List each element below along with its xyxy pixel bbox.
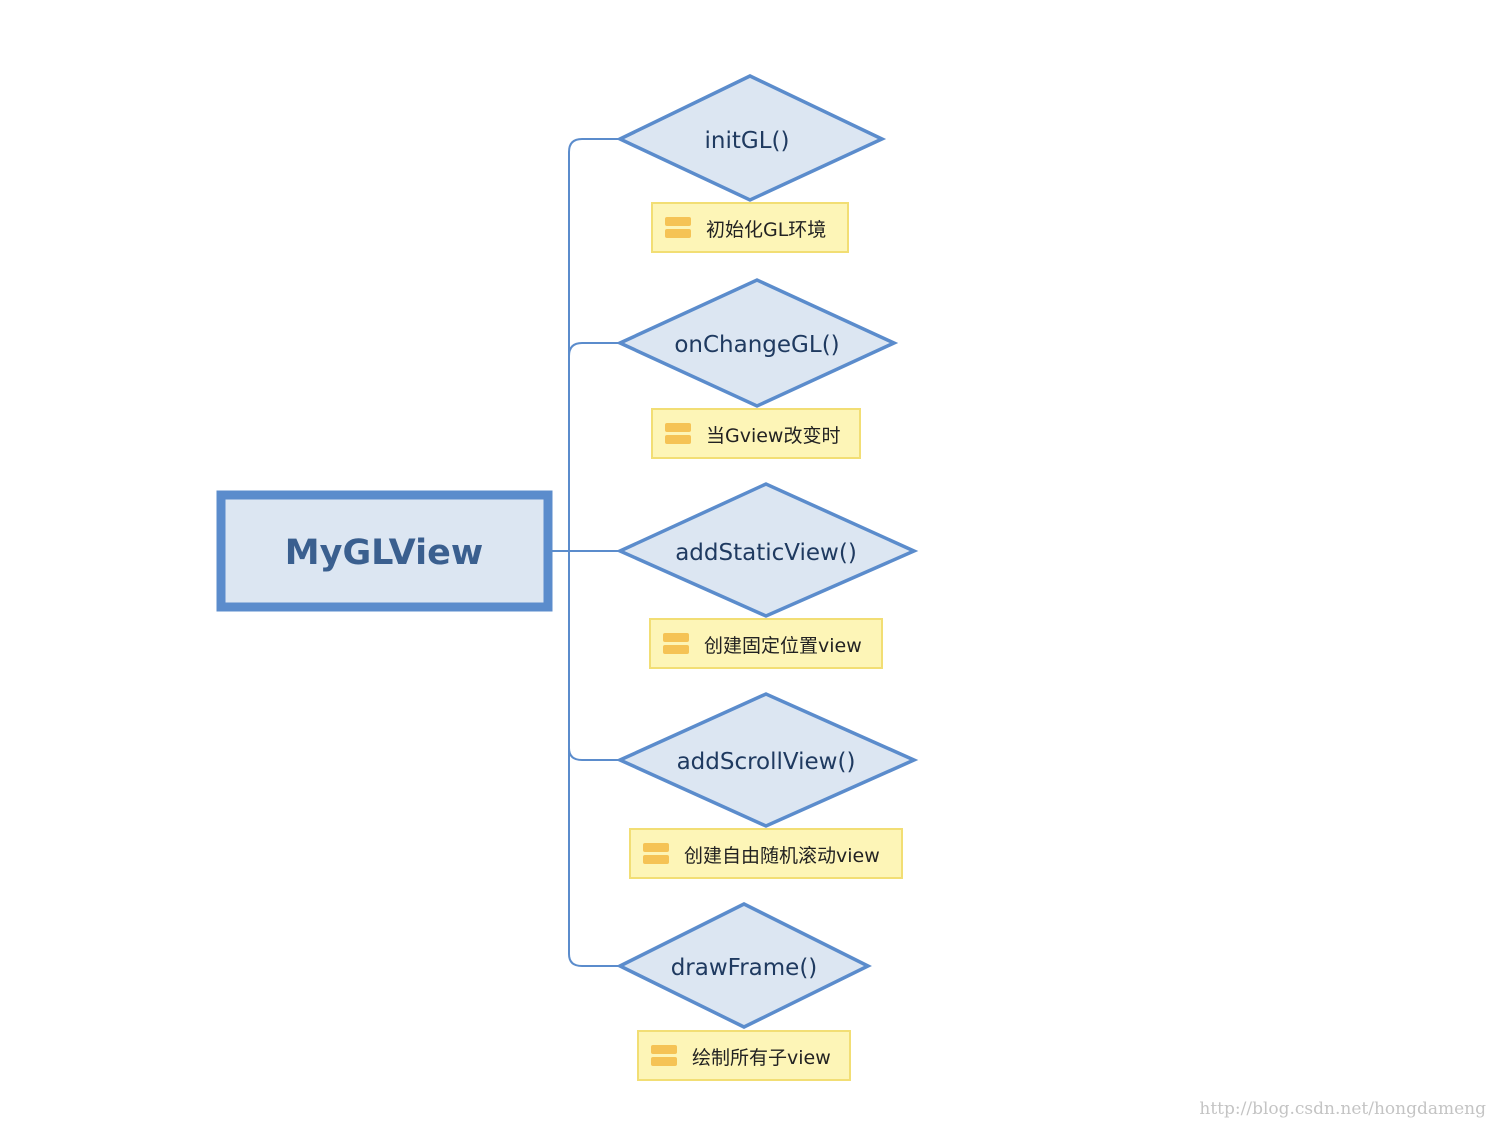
node-onchangegl-diamond	[615, 278, 899, 408]
connectors	[552, 138, 620, 967]
watermark: http://blog.csdn.net/hongdameng	[1199, 1099, 1486, 1119]
node-drawframe-diamond	[616, 902, 872, 1029]
connector-node-2	[568, 342, 620, 357]
note-onchangegl: 当Gview改变时	[651, 408, 861, 459]
note-initgl-box	[651, 202, 849, 253]
node-onchangegl[interactable]: onChangeGL()	[615, 278, 899, 408]
note-initgl: 初始化GL环境	[651, 202, 849, 253]
note-onchangegl-box	[651, 408, 861, 459]
note-drawframe-text: 绘制所有子view	[692, 1047, 831, 1069]
node-initgl[interactable]: initGL()	[615, 74, 887, 202]
note-icon	[663, 633, 689, 654]
node-addscrollview-diamond	[615, 692, 919, 828]
connector-node-4	[568, 747, 620, 761]
node-initgl-diamond	[615, 74, 887, 202]
note-addscrollview-text: 创建自由随机滚动view	[684, 845, 880, 867]
node-addscrollview[interactable]: addScrollView()	[615, 692, 919, 828]
connector-node-1	[568, 138, 620, 153]
node-initgl-label: initGL()	[705, 128, 790, 154]
note-drawframe: 绘制所有子view	[637, 1030, 851, 1081]
node-addscrollview-label: addScrollView()	[677, 749, 856, 775]
root-node-label: MyGLView	[285, 533, 483, 573]
node-addstaticview[interactable]: addStaticView()	[615, 482, 919, 618]
note-initgl-text: 初始化GL环境	[706, 219, 826, 241]
node-addstaticview-diamond	[615, 482, 919, 618]
connector-node-5	[568, 953, 620, 967]
note-addstaticview: 创建固定位置view	[649, 618, 883, 669]
note-icon	[665, 217, 691, 238]
node-drawframe-label: drawFrame()	[671, 955, 818, 981]
note-addstaticview-text: 创建固定位置view	[704, 635, 862, 657]
root-node[interactable]: MyGLView	[216, 490, 553, 612]
note-addscrollview: 创建自由随机滚动view	[629, 828, 903, 879]
node-onchangegl-label: onChangeGL()	[674, 332, 839, 358]
node-drawframe[interactable]: drawFrame()	[616, 902, 872, 1029]
node-addstaticview-label: addStaticView()	[675, 540, 857, 566]
root-node-box	[216, 490, 553, 612]
note-drawframe-box	[637, 1030, 851, 1081]
note-onchangegl-text: 当Gview改变时	[706, 425, 840, 447]
note-icon	[643, 843, 669, 864]
note-addstaticview-box	[649, 618, 883, 669]
note-addscrollview-box	[629, 828, 903, 879]
note-icon	[665, 423, 691, 444]
note-icon	[651, 1045, 677, 1066]
